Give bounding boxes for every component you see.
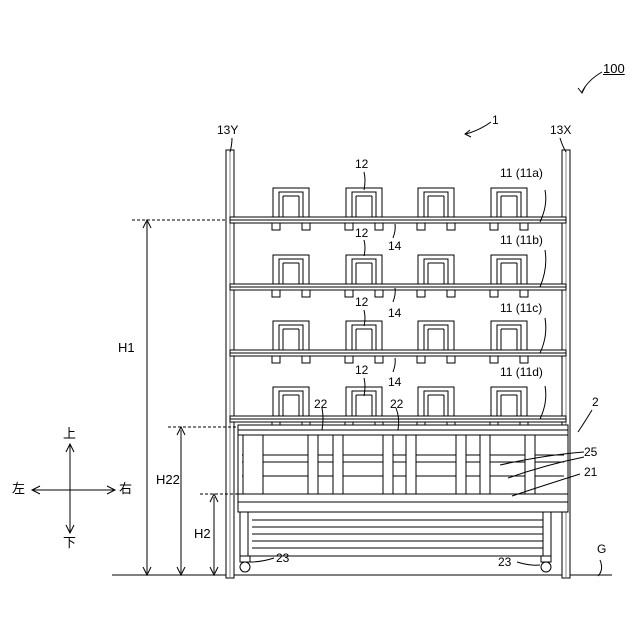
- ref-12-row4: 12: [355, 364, 368, 376]
- cart-post-7: [480, 435, 490, 494]
- ref-11a: 11 (11a): [500, 167, 543, 179]
- holder-2-4: [490, 255, 528, 297]
- ref-14-row3: 14: [388, 376, 401, 388]
- holder-1-4: [490, 188, 528, 230]
- holder-3-1: [272, 321, 310, 363]
- dimension-h1-label: H1: [118, 342, 135, 354]
- dimension-h1: [132, 220, 226, 575]
- ref-100: 100: [603, 63, 625, 75]
- shelf-bar-1: [230, 217, 566, 223]
- holder-4-1: [272, 387, 310, 429]
- ref-23-right: 23: [498, 556, 511, 568]
- ref-13x: 13X: [550, 124, 571, 136]
- ref-2: 2: [592, 396, 599, 408]
- direction-down-label: 下: [63, 537, 76, 549]
- holder-2-1: [272, 255, 310, 297]
- holder-1-1: [272, 188, 310, 230]
- ref-11c: 11 (11c): [500, 302, 542, 314]
- ref-22-left: 22: [314, 398, 327, 410]
- ref-21: 21: [584, 466, 597, 478]
- cart-unit: [238, 425, 568, 572]
- cart-post-8: [525, 435, 535, 494]
- cart-post-5: [406, 435, 416, 494]
- post-13y: [226, 150, 234, 578]
- ref-11d: 11 (11d): [500, 366, 543, 378]
- holder-2-2: [345, 255, 383, 297]
- direction-cross: [32, 444, 115, 533]
- cart-post-2: [308, 435, 318, 494]
- ref-12-row3: 12: [355, 296, 368, 308]
- holder-3-4: [490, 321, 528, 363]
- ref-g: G: [597, 543, 606, 555]
- ref-12-row1: 12: [355, 158, 368, 170]
- ref-11b: 11 (11b): [500, 234, 543, 246]
- caster-right: [541, 556, 551, 572]
- ref-23-left: 23: [276, 552, 289, 564]
- holder-1-2: [345, 188, 383, 230]
- holder-4-3: [417, 387, 455, 429]
- post-13x: [562, 150, 570, 578]
- direction-up-label: 上: [63, 428, 76, 440]
- ref-14-row2: 14: [388, 307, 401, 319]
- dimension-h22-label: H22: [156, 474, 180, 486]
- ref-100-text: 100: [603, 61, 625, 76]
- holder-4-4: [490, 387, 528, 429]
- shelf-bar-2: [230, 284, 566, 290]
- ref-22-right: 22: [390, 398, 403, 410]
- ref-13y: 13Y: [217, 124, 238, 136]
- cart-post-1: [243, 435, 263, 494]
- ref-1: 1: [492, 114, 499, 126]
- ref-12-row2: 12: [355, 227, 368, 239]
- holder-3-2: [345, 321, 383, 363]
- shelf-bar-3: [230, 350, 566, 356]
- ref-14-row1: 14: [388, 240, 401, 252]
- dimension-h2-label: H2: [194, 528, 211, 540]
- ref-25: 25: [584, 446, 597, 458]
- holder-1-3: [417, 188, 455, 230]
- caster-left: [240, 556, 250, 572]
- holder-3-3: [417, 321, 455, 363]
- cart-post-3: [333, 435, 343, 494]
- direction-right-label: 右: [119, 483, 132, 495]
- holder-2-3: [417, 255, 455, 297]
- direction-left-label: 左: [12, 483, 25, 495]
- cart-post-4: [383, 435, 393, 494]
- cart-post-6: [456, 435, 466, 494]
